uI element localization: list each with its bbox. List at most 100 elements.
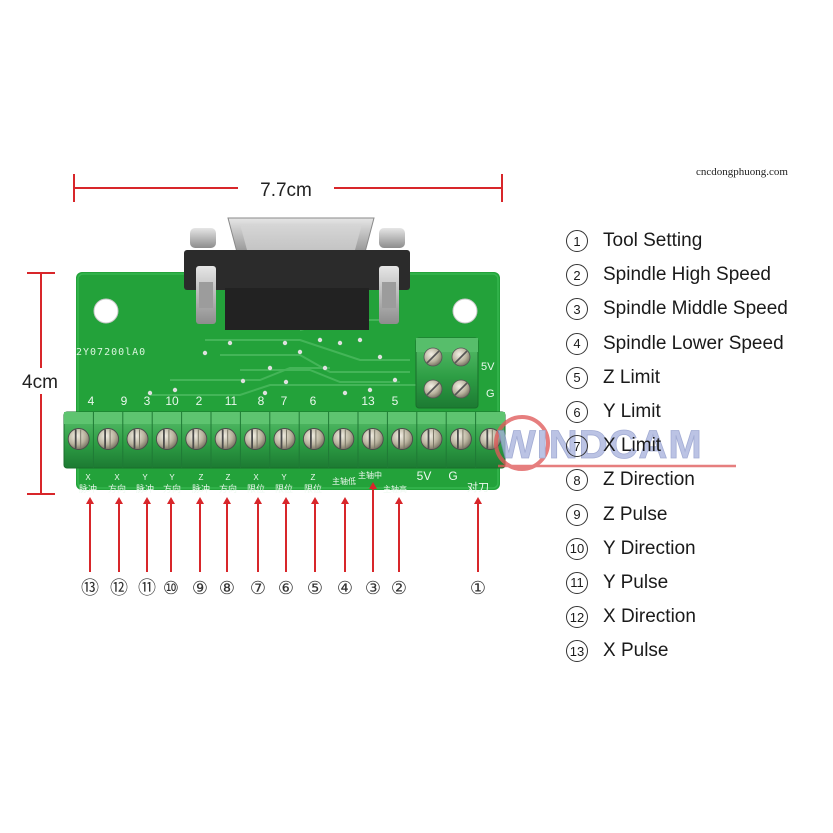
terminal-screw (273, 428, 296, 450)
callout-number: ③ (365, 578, 381, 599)
svg-text:X: X (85, 473, 91, 482)
svg-text:Z: Z (311, 473, 316, 482)
callout-number: ⑪ (138, 578, 156, 599)
legend-label: Tool Setting (603, 230, 703, 252)
bottom-label-y-pulse: Y脉冲 (136, 473, 154, 494)
pointer-line (196, 497, 204, 572)
pointer-line (143, 497, 151, 572)
legend-item: 7 X Limit (566, 429, 828, 463)
pointer-line (167, 497, 175, 572)
callout-number: ② (391, 578, 407, 599)
legend-number: 8 (566, 469, 588, 492)
legend-item: 12 X Direction (566, 600, 828, 634)
svg-text:方向: 方向 (163, 483, 181, 494)
legend-number: 3 (566, 298, 588, 321)
top-pin-label: 7 (281, 394, 288, 408)
terminal-block (63, 411, 506, 469)
pointer-line (395, 497, 403, 572)
legend-number: 11 (566, 571, 588, 594)
svg-text:5V: 5V (417, 469, 432, 483)
svg-text:主轴中: 主轴中 (358, 470, 382, 480)
pointer-line (311, 497, 319, 572)
mount-hole-left (93, 298, 119, 324)
legend-label: Y Pulse (603, 571, 669, 593)
terminal-screw (155, 428, 178, 450)
bottom-label-x-lim: X限位 (247, 473, 265, 494)
windcam-watermark: WINDCAM (494, 415, 736, 471)
width-dimension: 7.7cm (73, 174, 503, 202)
top-pin-label: 9 (121, 394, 128, 408)
legend-label: X Direction (603, 606, 696, 628)
legend-number: 1 (566, 230, 588, 253)
callout-number: ① (470, 578, 486, 599)
legend-number: 5 (566, 366, 588, 389)
callout-number: ⑥ (278, 578, 294, 599)
svg-text:方向: 方向 (219, 483, 237, 494)
bottom-label-z-pulse: Z脉冲 (192, 473, 210, 494)
part-number: 2Y07200lA0 (76, 347, 146, 358)
svg-text:Y: Y (281, 473, 287, 482)
svg-text:G: G (448, 469, 457, 483)
bottom-label-z-lim: Z限位 (304, 473, 322, 494)
pointer-line (282, 497, 290, 572)
terminal-screw (361, 428, 384, 450)
legend-label: Spindle Lower Speed (603, 332, 784, 354)
legend-label: X Limit (603, 435, 662, 457)
terminal-screw (302, 428, 325, 450)
callout-number: ⑬ (81, 578, 99, 599)
power-terminal: 5V G (415, 337, 495, 409)
terminal-screw (332, 428, 355, 450)
pointer-lines (86, 482, 482, 572)
top-pin-label: 2 (196, 394, 203, 408)
bottom-label-y-lim: Y限位 (275, 473, 293, 494)
callout-number: ⑦ (250, 578, 266, 599)
bottom-label-sp-mid: 主轴中 (358, 470, 382, 480)
pointer-line (115, 497, 123, 572)
legend-item: 11 Y Pulse (566, 566, 828, 600)
callout-number: ⑧ (219, 578, 235, 599)
top-pin-label: 13 (361, 394, 375, 408)
legend-label: Y Direction (603, 537, 696, 559)
svg-text:限位: 限位 (247, 483, 265, 494)
svg-text:对刀: 对刀 (467, 480, 489, 494)
svg-text:X: X (253, 473, 259, 482)
legend-number: 12 (566, 606, 588, 629)
legend-item: 1 Tool Setting (566, 224, 828, 258)
width-label: 7.7cm (260, 180, 312, 201)
power-label-g: G (486, 388, 495, 400)
legend-number: 6 (566, 401, 588, 424)
legend-number: 7 (566, 435, 588, 458)
height-label: 4cm (22, 372, 58, 393)
callout-number: ⑫ (110, 578, 128, 599)
legend-number: 10 (566, 537, 588, 560)
top-pin-label: 11 (225, 394, 238, 408)
callout-number: ⑤ (307, 578, 323, 599)
svg-text:限位: 限位 (275, 483, 293, 494)
bottom-label-x-pulse: X脉冲 (79, 473, 97, 494)
top-pin-label: 8 (258, 394, 265, 408)
legend-number: 13 (566, 640, 588, 663)
svg-text:主轴低: 主轴低 (332, 476, 356, 486)
legend-label: Z Pulse (603, 503, 668, 525)
pointer-line (474, 497, 482, 572)
bottom-label-sp-low: 主轴低 (332, 476, 356, 486)
bottom-label-gnd: G (448, 469, 457, 483)
svg-text:脉冲: 脉冲 (192, 483, 210, 494)
bottom-label-z-dir: Z方向 (219, 473, 237, 494)
terminal-screw (126, 428, 149, 450)
terminal-screw (391, 428, 414, 450)
pointer-line (341, 497, 349, 572)
watermark-text: WINDCAM (498, 423, 703, 467)
legend-label: Z Direction (603, 469, 695, 491)
top-pin-label: 5 (392, 394, 399, 408)
top-pin-label: 6 (310, 394, 317, 408)
svg-text:Z: Z (199, 473, 204, 482)
